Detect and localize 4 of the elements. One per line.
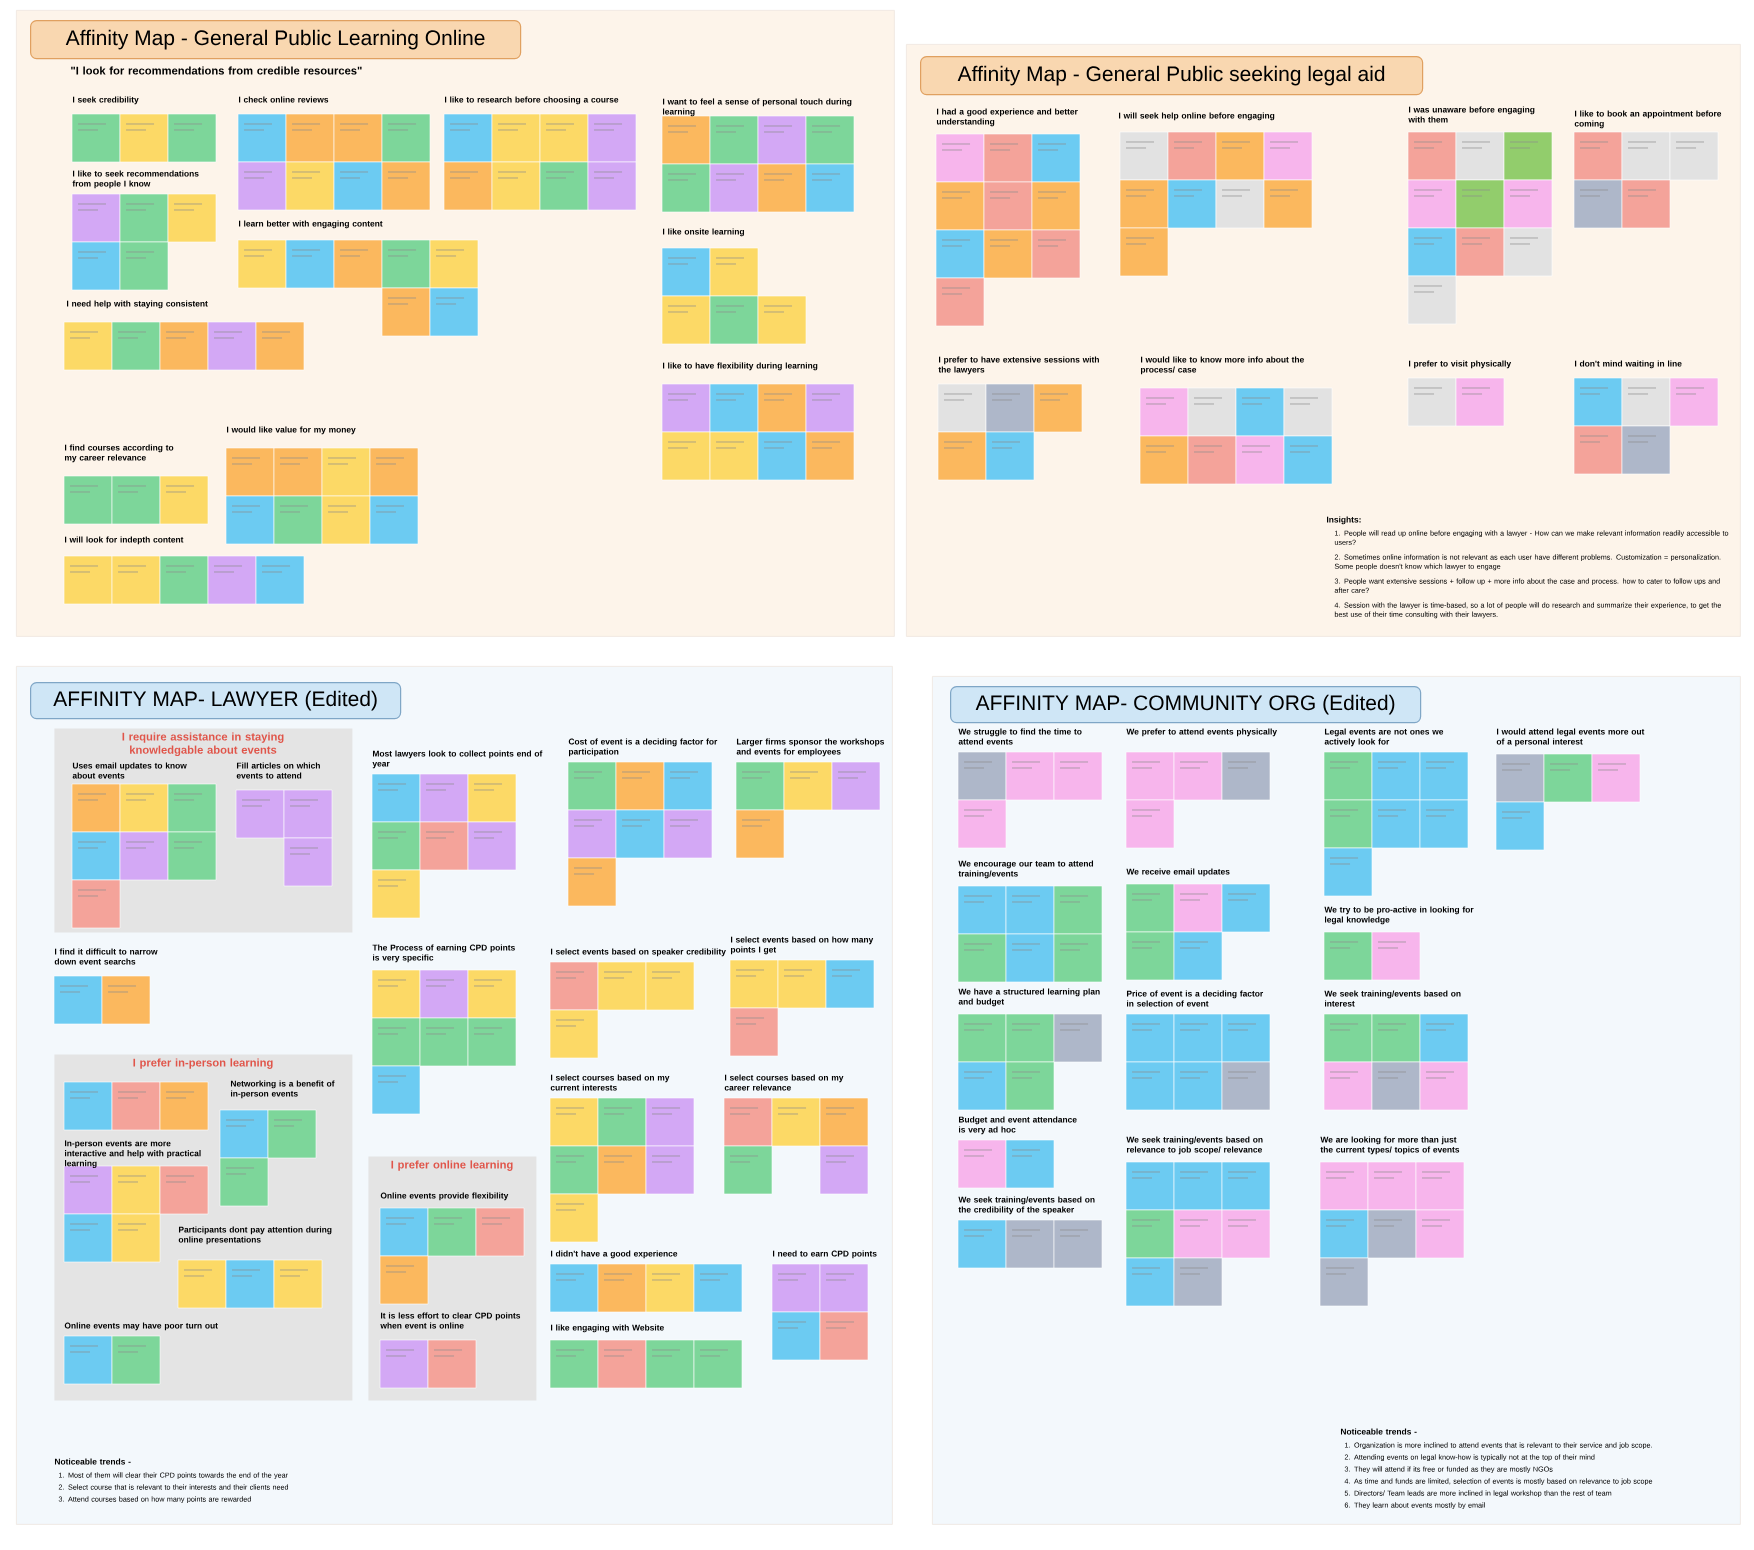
title-tab: Affinity Map - General Public Learning Online [30,20,522,60]
title-tab: AFFINITY MAP- LAWYER (Edited) [30,682,402,720]
title-tab: Affinity Map - General Public seeking legal aid [920,56,1424,96]
title-tab: AFFINITY MAP- COMMUNITY ORG (Edited) [950,686,1422,724]
